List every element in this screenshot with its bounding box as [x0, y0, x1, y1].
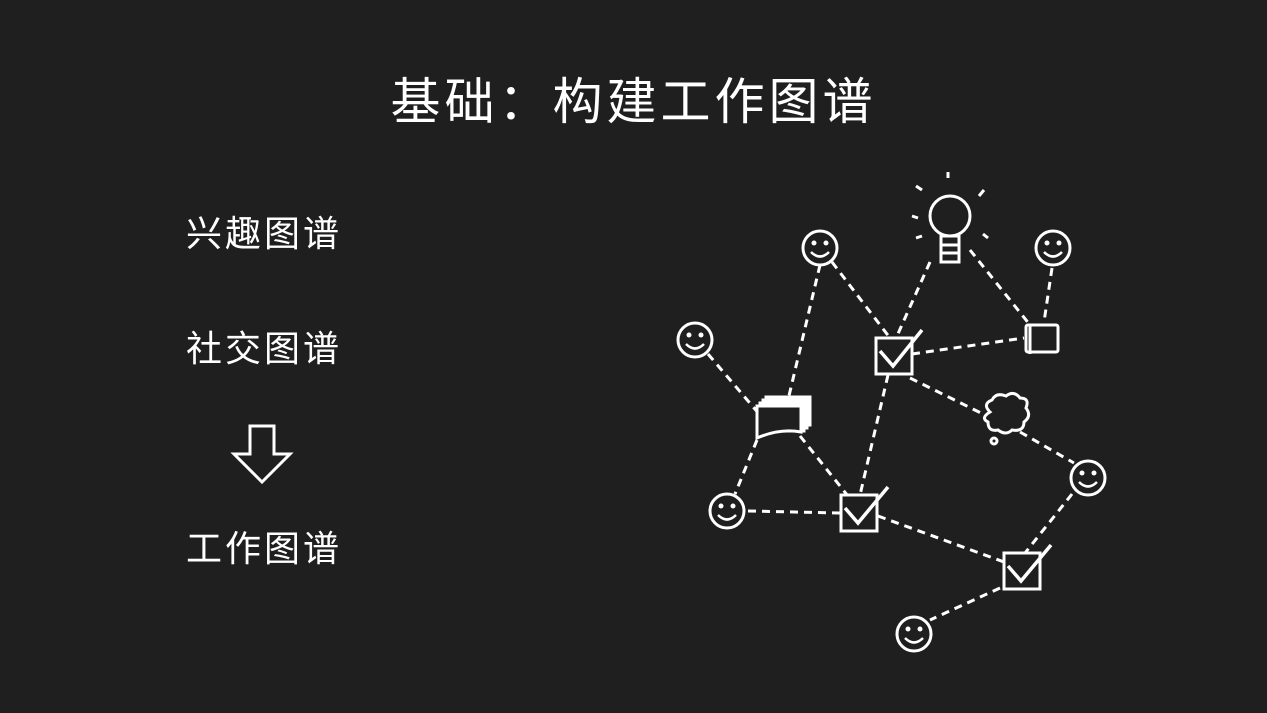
document-icon: [1024, 323, 1060, 354]
down-arrow-icon: [230, 424, 294, 485]
smiley-face-icon: [708, 492, 746, 530]
edge: [909, 376, 986, 417]
list-item-work-graph: 工作图谱: [186, 529, 343, 570]
edge: [798, 435, 850, 497]
slide-title: 基础：构建工作图谱: [390, 73, 877, 131]
edge: [877, 514, 1005, 564]
edge: [747, 509, 841, 515]
smiley-face-icon: [676, 321, 714, 359]
edge: [1023, 493, 1074, 554]
edge: [706, 353, 762, 416]
smiley-face-icon: [801, 229, 839, 267]
list-item-social-graph: 社交图谱: [186, 329, 343, 370]
edge: [968, 249, 1032, 326]
edge: [786, 264, 822, 401]
lightbulb-icon: [911, 172, 989, 264]
checkbox-check-icon: [874, 328, 924, 376]
edge: [1019, 430, 1075, 465]
list-item-interest-graph: 兴趣图谱: [186, 214, 343, 255]
edge: [895, 261, 932, 337]
graph-edges: [706, 249, 1075, 622]
cloud-thought-icon: [983, 391, 1031, 446]
smiley-face-icon: [895, 615, 933, 653]
edge: [733, 439, 759, 495]
edge: [911, 336, 1025, 356]
edge: [830, 261, 892, 339]
edge: [1042, 267, 1054, 323]
edge: [929, 586, 1001, 622]
smiley-face-icon: [1034, 229, 1072, 267]
stack-number: 8: [776, 415, 783, 428]
checkbox-check-icon: [839, 485, 890, 533]
checkbox-check-icon: [1002, 543, 1053, 591]
edge: [858, 374, 890, 496]
document-stack-icon: 8: [755, 395, 812, 441]
smiley-face-icon: [1069, 459, 1107, 497]
